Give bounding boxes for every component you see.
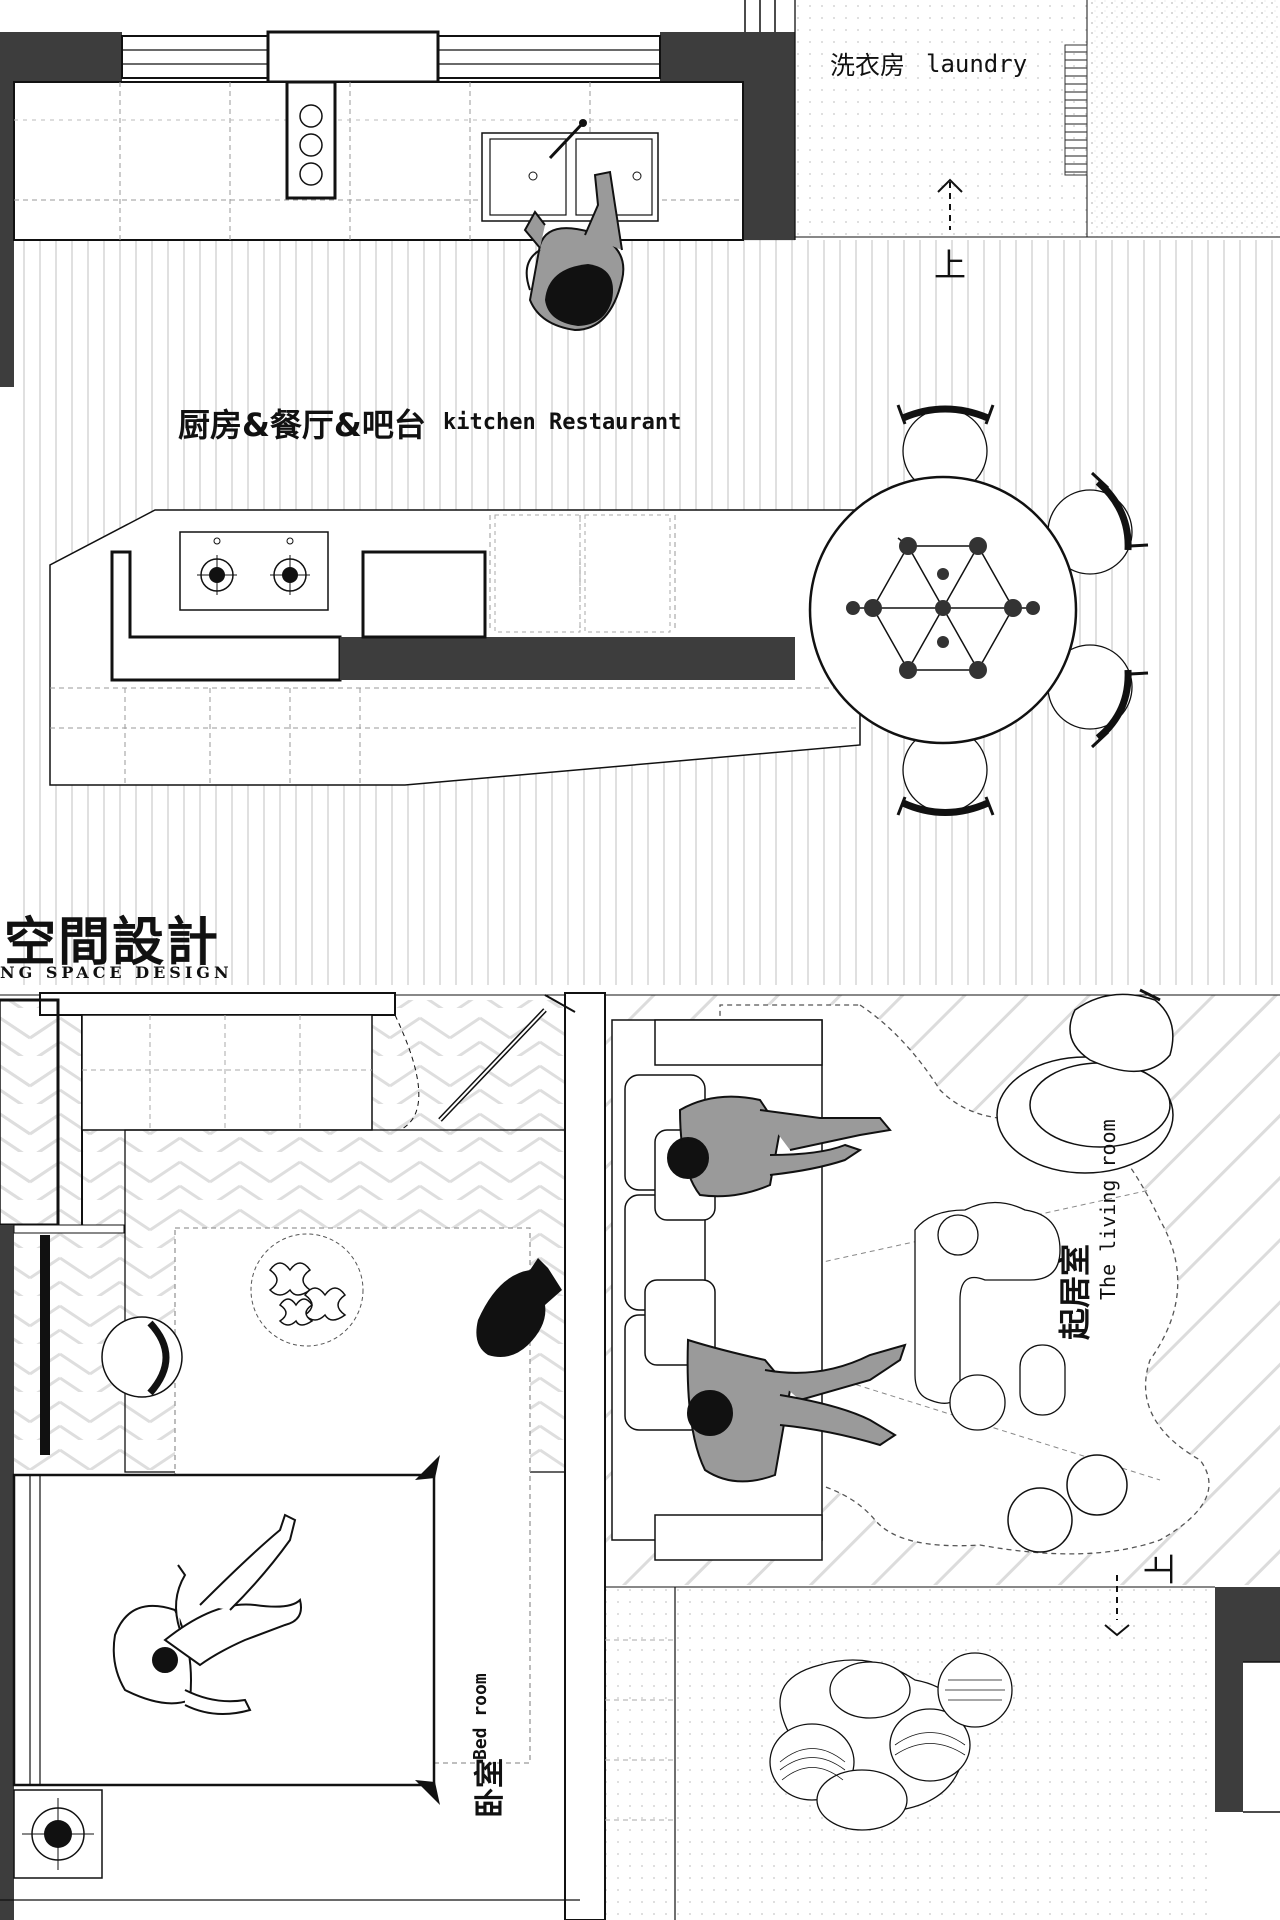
double-sink-icon [481, 119, 659, 222]
laundry-floor [795, 0, 1087, 237]
stair-arrow-up-icon [937, 178, 963, 230]
laundry-vent [1065, 45, 1087, 175]
armchair-lounge-icon [996, 988, 1174, 1174]
window-frame-center [266, 30, 440, 84]
dog-figure [476, 1258, 562, 1358]
laundry-textured-floor [1089, 0, 1280, 237]
kitchen-island [49, 509, 861, 786]
brand-name: 空間設計 [4, 912, 221, 973]
wall-right-kitchen [743, 82, 795, 240]
island-dark-counter [340, 637, 795, 680]
bedroom-label-en: Bed room [470, 1673, 491, 1760]
wardrobe [81, 1014, 373, 1131]
living-label-en: The living room [1096, 1119, 1120, 1300]
sleeping-person-figure [112, 1513, 302, 1715]
kitchen-label-zh: 厨房&餐厅&吧台 [178, 406, 426, 444]
person-cooking-figure [523, 170, 625, 332]
bedroom-wall-top [39, 992, 396, 1016]
wall-left-kitchen [0, 82, 14, 387]
laundry-label-zh: 洗衣房 [830, 51, 906, 80]
chair-round-icon [101, 1316, 183, 1398]
balcony-wall-right [1215, 1587, 1280, 1662]
dining-table [808, 404, 1149, 816]
stools-icon [1007, 1454, 1128, 1553]
gas-stove-icon [179, 531, 329, 611]
bedroom-label-zh: 卧室 [473, 1758, 508, 1818]
stair-up-label-top: 上 [934, 246, 967, 284]
decor-tray-icon [250, 1233, 364, 1347]
stair-up-label-bottom: 上 [1141, 1552, 1179, 1585]
coffee-table [914, 1201, 1066, 1431]
wall-left-bedroom [0, 1225, 14, 1920]
laundry-label-en: laundry [926, 50, 1028, 78]
sofa [611, 1019, 823, 1561]
kitchen-label-en: kitchen Restaurant [443, 410, 682, 435]
induction-hob-icon [285, 80, 337, 200]
nightstand-lamp-icon [13, 1789, 103, 1879]
wall-top-left [0, 32, 122, 82]
wall-top-right [660, 32, 795, 82]
living-label-zh: 起居室 [1056, 1243, 1094, 1340]
hall-floor-herringbone [0, 1000, 60, 1220]
stair-arrow-down-icon [1104, 1575, 1130, 1637]
brand-tagline: NG SPACE DESIGN [0, 963, 233, 982]
person-sitting-figure [667, 1095, 907, 1483]
